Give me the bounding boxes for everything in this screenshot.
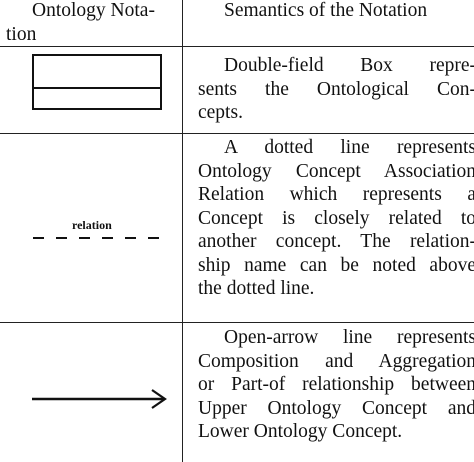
row2-semantics: A dotted line represents Ontology Concep… [198,136,474,301]
row2-line: ship name can be noted above [198,254,474,276]
row3-line: Upper Ontology Concept and [198,397,474,419]
header-notation: Ontology Nota- tion [6,0,182,46]
row3-line: Open-arrow line represents [224,327,474,348]
row3-line: Composition and Aggregation [198,350,474,372]
header-notation-line2: tion [6,23,37,45]
row1-line: sents the Ontological Con- [198,78,474,100]
row2-line: A dotted line represents [224,137,474,158]
header-row-divider [0,46,474,47]
row3-line: or Part-of relationship between [198,374,474,395]
row2-line: another concept. The relation- [198,231,474,252]
row2-line: Ontology Concept Association [198,160,474,182]
box-field-divider [34,87,160,89]
row1-line: Double-field Box repre- [224,55,474,76]
row2-line: Concept is closely related to [198,207,474,229]
dashed-line-icon [33,237,167,239]
double-field-box-notation [32,54,162,110]
relation-label: relation [72,218,112,232]
row3-semantics: Open-arrow line represents Composition a… [198,326,474,444]
row3-line: Lower Ontology Concept. [198,421,403,442]
row2-line: the dotted line. [198,278,315,299]
row1-semantics: Double-field Box repre- sents the Ontolo… [198,54,474,125]
row2-line: Relation which represents a [198,184,474,205]
header-notation-line1: Ontology Nota- [32,0,155,21]
dotted-line-notation: relation [30,218,170,248]
header-semantics: Semantics of the Notation [224,0,428,21]
column-divider [182,0,183,462]
row1-line: cepts. [198,102,243,123]
open-arrow-icon [32,389,167,409]
row-divider-2 [0,322,474,323]
row-divider-1 [0,133,474,134]
